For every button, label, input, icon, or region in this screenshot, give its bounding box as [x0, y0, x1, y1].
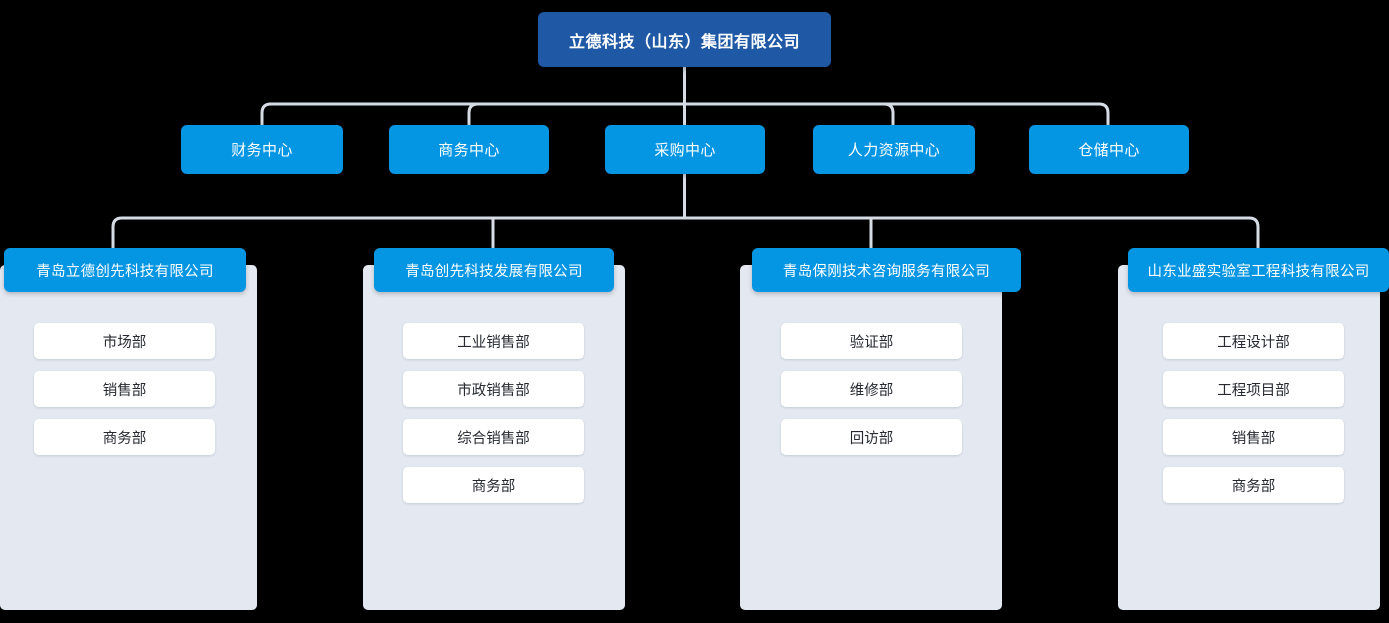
department-label: 验证部 — [849, 334, 894, 351]
line-drop-finance — [260, 102, 272, 125]
department-label: 市政销售部 — [457, 382, 530, 399]
subsidiary-header-qingdao-lide-chuangxian[interactable]: 青岛立德创先科技有限公司 — [4, 248, 246, 292]
center-node-finance[interactable]: 财务中心 — [181, 125, 343, 174]
department-item[interactable]: 验证部 — [781, 323, 962, 359]
center-node-label: 财务中心 — [231, 142, 293, 159]
center-node-label: 采购中心 — [654, 142, 716, 159]
center-node-purchasing[interactable]: 采购中心 — [605, 125, 765, 174]
department-item[interactable]: 回访部 — [781, 419, 962, 455]
line-drop-sub-4 — [1248, 216, 1260, 248]
department-item[interactable]: 综合销售部 — [403, 419, 584, 455]
department-label: 销售部 — [1231, 430, 1276, 447]
center-node-business[interactable]: 商务中心 — [389, 125, 549, 174]
department-item[interactable]: 销售部 — [34, 371, 215, 407]
center-node-label: 人力资源中心 — [847, 142, 941, 159]
department-item[interactable]: 销售部 — [1163, 419, 1344, 455]
department-label: 维修部 — [849, 382, 894, 399]
department-item[interactable]: 商务部 — [34, 419, 215, 455]
department-item[interactable]: 维修部 — [781, 371, 962, 407]
department-list: 市场部 销售部 商务部 — [34, 323, 215, 455]
subsidiary-name: 山东业盛实验室工程科技有限公司 — [1147, 263, 1370, 280]
subsidiary-name: 青岛保刚技术咨询服务有限公司 — [782, 263, 991, 280]
root-node-label: 立德科技（山东）集团有限公司 — [568, 33, 800, 51]
department-label: 商务部 — [471, 478, 516, 495]
department-label: 综合销售部 — [457, 430, 530, 447]
center-node-warehouse[interactable]: 仓储中心 — [1029, 125, 1189, 174]
line-drop-business — [467, 102, 479, 125]
subsidiary-header-qingdao-chuangxian-fazhan[interactable]: 青岛创先科技发展有限公司 — [374, 248, 614, 292]
department-list: 工业销售部 市政销售部 综合销售部 商务部 — [403, 323, 584, 503]
subsidiary-header-qingdao-baogang[interactable]: 青岛保刚技术咨询服务有限公司 — [752, 248, 1021, 292]
department-label: 商务部 — [1231, 478, 1276, 495]
department-label: 工程设计部 — [1217, 334, 1290, 351]
department-label: 工业销售部 — [457, 334, 530, 351]
department-item[interactable]: 商务部 — [403, 467, 584, 503]
subsidiary-name: 青岛创先科技发展有限公司 — [405, 263, 583, 280]
department-item[interactable]: 商务部 — [1163, 467, 1344, 503]
department-label: 工程项目部 — [1217, 382, 1290, 399]
subsidiary-name: 青岛立德创先科技有限公司 — [36, 263, 214, 280]
department-label: 销售部 — [102, 382, 147, 399]
department-item[interactable]: 市场部 — [34, 323, 215, 359]
department-label: 回访部 — [849, 430, 894, 447]
department-label: 市场部 — [102, 334, 147, 351]
department-label: 商务部 — [102, 430, 147, 447]
line-drop-warehouse — [1098, 102, 1110, 125]
root-node-group-company[interactable]: 立德科技（山东）集团有限公司 — [538, 12, 831, 67]
line-drop-sub-1 — [111, 216, 123, 248]
center-node-label: 仓储中心 — [1078, 142, 1140, 159]
center-node-label: 商务中心 — [438, 142, 500, 159]
subsidiary-header-shandong-yesheng[interactable]: 山东业盛实验室工程科技有限公司 — [1128, 248, 1389, 292]
department-item[interactable]: 市政销售部 — [403, 371, 584, 407]
department-list: 验证部 维修部 回访部 — [781, 323, 962, 455]
department-item[interactable]: 工程项目部 — [1163, 371, 1344, 407]
department-item[interactable]: 工业销售部 — [403, 323, 584, 359]
center-node-human-resources[interactable]: 人力资源中心 — [813, 125, 975, 174]
line-drop-hr — [883, 102, 895, 125]
department-item[interactable]: 工程设计部 — [1163, 323, 1344, 359]
department-list: 工程设计部 工程项目部 销售部 商务部 — [1163, 323, 1344, 503]
